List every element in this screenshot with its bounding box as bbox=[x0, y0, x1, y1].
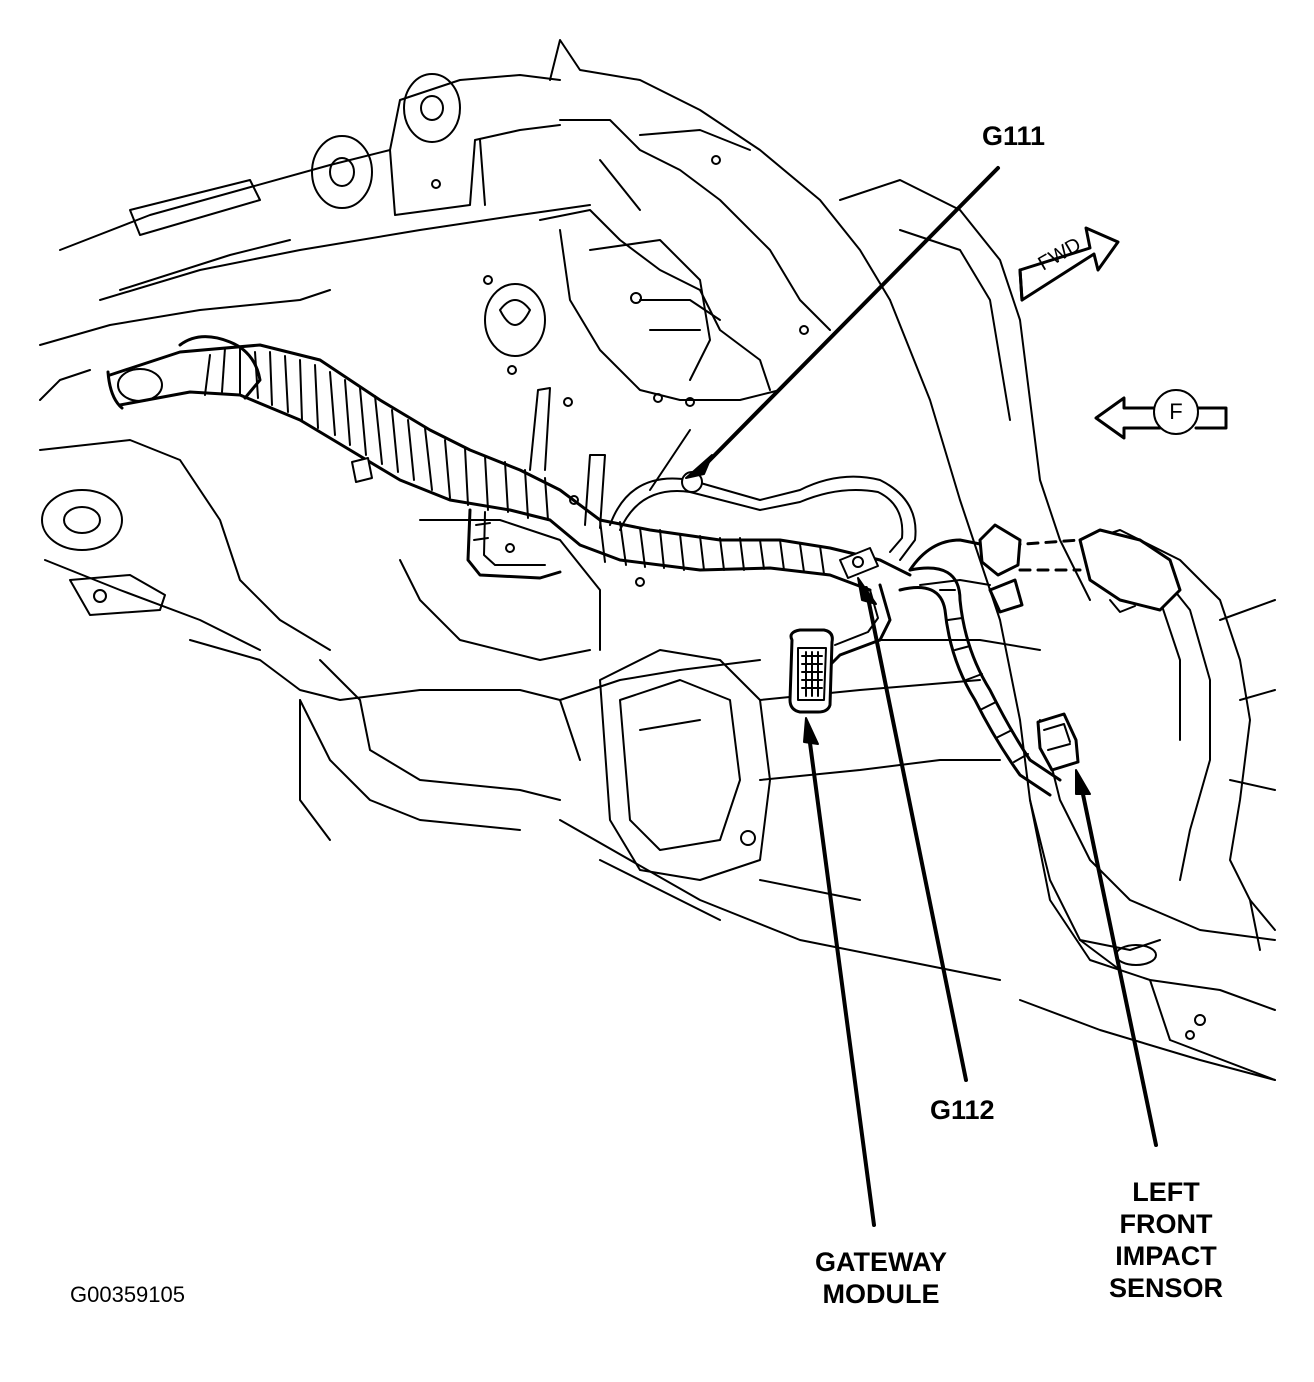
callout-left-front-impact-sensor: LEFT FRONT IMPACT SENSOR bbox=[1096, 1176, 1236, 1304]
callout-gateway-module: GATEWAY MODULE bbox=[806, 1246, 956, 1310]
body-structure bbox=[39, 39, 1276, 1081]
callout-impact-line4: SENSOR bbox=[1108, 1273, 1224, 1303]
callout-impact-line1: LEFT bbox=[1132, 1177, 1200, 1207]
fwd-arrow-shape bbox=[1018, 226, 1120, 302]
leader-lines bbox=[685, 166, 1158, 1227]
front-arrow-shape bbox=[1094, 389, 1228, 440]
callout-impact-line3: IMPACT bbox=[1115, 1241, 1217, 1271]
front-arrow-label: F bbox=[1169, 399, 1183, 424]
callout-gateway-line2: MODULE bbox=[822, 1279, 940, 1309]
callout-gateway-line1: GATEWAY bbox=[814, 1247, 948, 1277]
callout-g111: G111 bbox=[982, 121, 1046, 151]
upper-right-connectors-shape bbox=[978, 523, 1182, 614]
wiring-harness bbox=[106, 335, 1082, 797]
callout-impact-line2: FRONT bbox=[1119, 1209, 1213, 1239]
figure-code: G00359105 bbox=[70, 1282, 185, 1307]
gateway-module-connector-shape bbox=[788, 628, 834, 714]
left-front-impact-sensor-connector-shape bbox=[1036, 712, 1080, 772]
callout-g112: G112 bbox=[930, 1095, 995, 1125]
